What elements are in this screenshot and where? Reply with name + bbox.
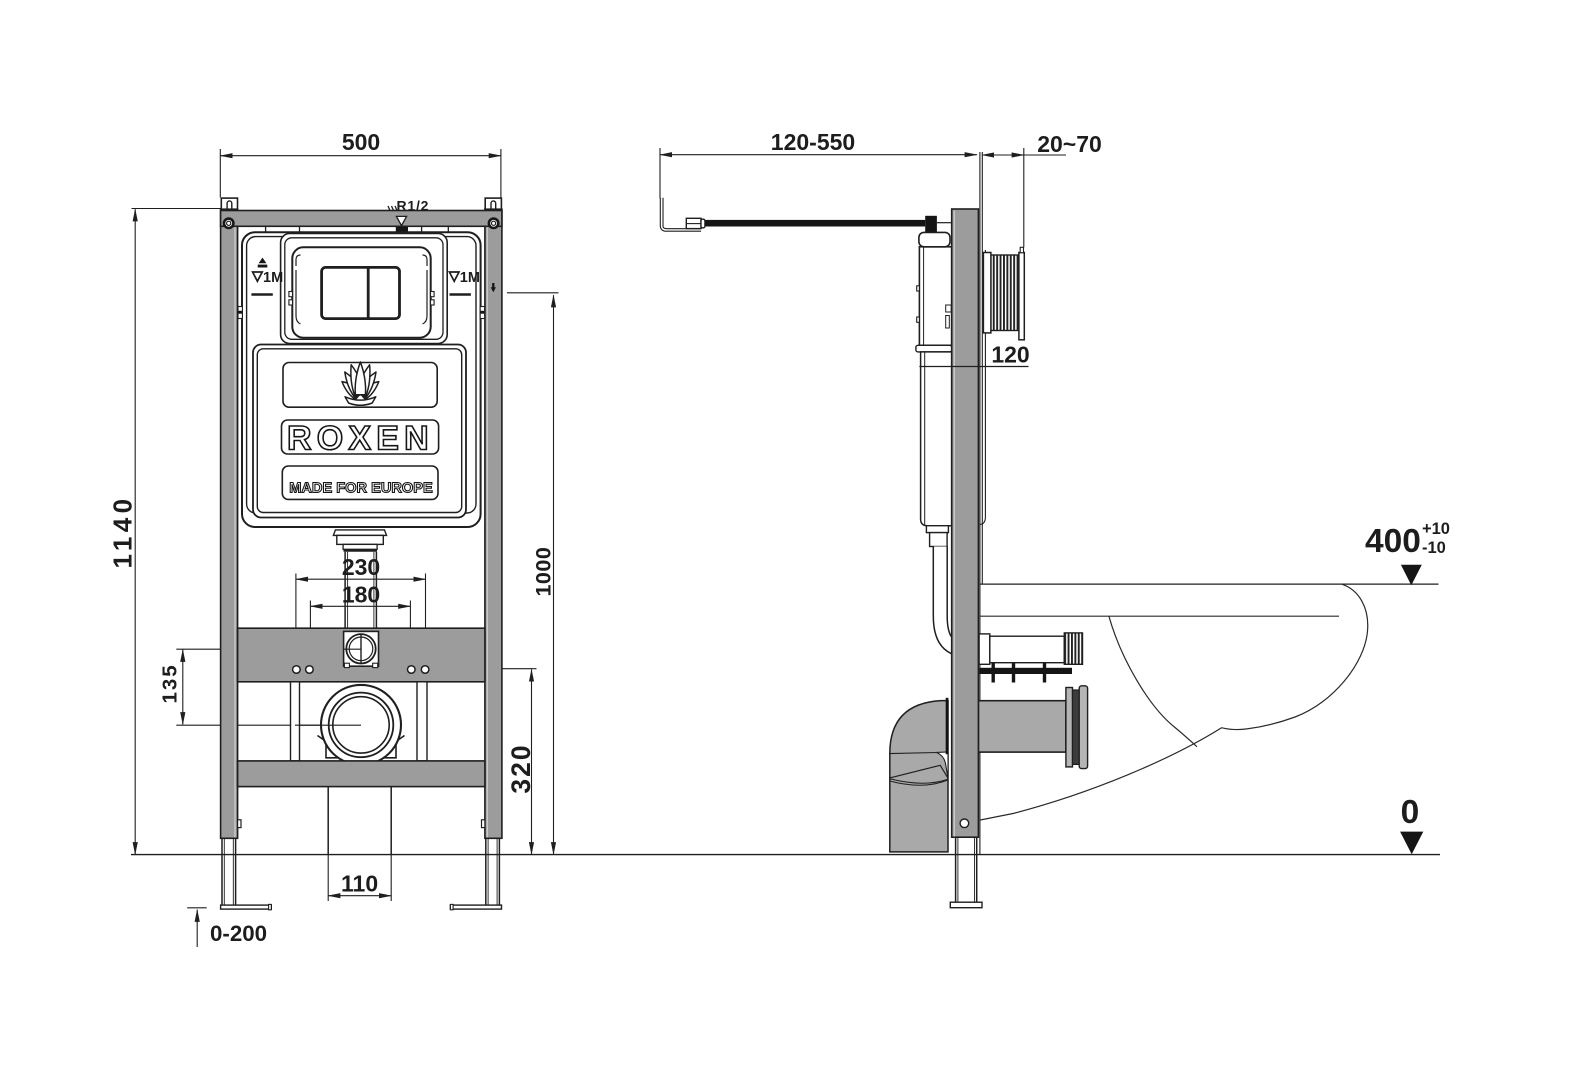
svg-text:1M: 1M [460,270,480,286]
svg-text:MADE FOR EUROPE: MADE FOR EUROPE [289,480,433,496]
svg-text:R1/2: R1/2 [397,198,430,214]
svg-text:0-200: 0-200 [210,921,267,946]
svg-text:ROXEN: ROXEN [287,420,434,458]
svg-text:110: 110 [341,871,378,897]
svg-text:1M: 1M [263,270,283,286]
svg-text:0: 0 [1401,794,1420,831]
svg-text:135: 135 [159,663,182,703]
svg-text:1000: 1000 [531,547,555,597]
svg-text:500: 500 [342,129,380,155]
svg-text:-10: -10 [1422,539,1446,557]
svg-text:+10: +10 [1422,520,1450,538]
svg-text:1140: 1140 [107,494,137,568]
svg-text:120-550: 120-550 [771,129,855,155]
svg-text:120: 120 [991,342,1029,368]
svg-text:20~70: 20~70 [1037,131,1102,157]
svg-text:400: 400 [1365,523,1421,560]
svg-text:320: 320 [506,743,536,793]
